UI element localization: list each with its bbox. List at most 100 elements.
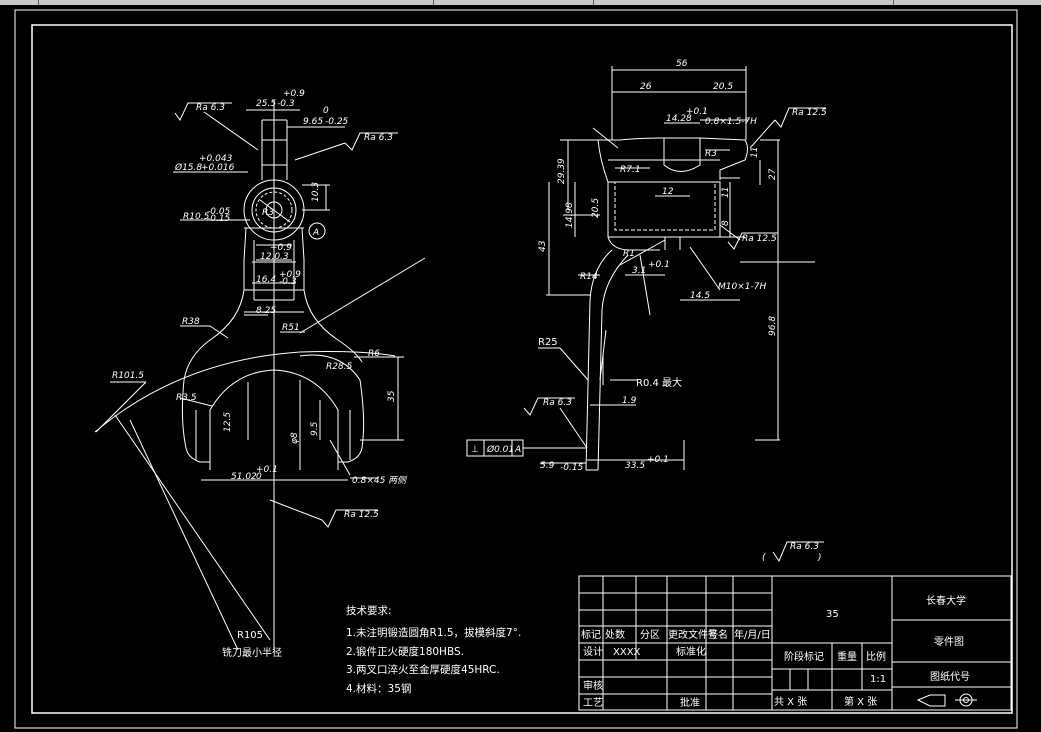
dim-text: +0.1 xyxy=(647,455,669,465)
scale-value: 1:1 xyxy=(870,674,886,685)
general-roughness-label: Ra 6.3 xyxy=(790,542,819,552)
dim-text: 16.4 xyxy=(256,275,276,285)
roughness-label: Ra 6.3 xyxy=(364,133,393,143)
dim-text: 0.8×45 两侧 xyxy=(352,475,408,486)
right-view xyxy=(523,66,826,563)
dim-text: +0.9 xyxy=(279,270,301,280)
dim-text: 25.5 xyxy=(256,99,276,109)
requirement-item: 4.材料：35钢 xyxy=(346,682,411,695)
dim-text: +0.1 xyxy=(256,465,278,475)
outer-border xyxy=(14,9,1018,729)
design-value: XXXX xyxy=(613,647,641,658)
dim-text: +0.1 xyxy=(648,260,670,270)
total-sheets: 共 X 张 xyxy=(774,696,807,708)
toolbar-segment[interactable] xyxy=(0,0,39,5)
header-zone: 分区 xyxy=(640,629,660,641)
toolbar-segment[interactable] xyxy=(593,0,894,5)
dim-text: +0.9 xyxy=(283,89,305,99)
approve-label: 批准 xyxy=(680,696,700,709)
vertical-scrollbar-area[interactable] xyxy=(1019,5,1041,732)
dim-text: Ø15.8 xyxy=(174,162,202,173)
scale-label: 比例 xyxy=(866,650,886,663)
weight-label: 重量 xyxy=(837,650,857,663)
dim-text: 20.5 xyxy=(591,198,601,218)
inner-border xyxy=(31,24,1013,714)
left-view xyxy=(94,100,426,651)
perpendicularity-icon: ⊥ xyxy=(471,445,479,455)
dim-text: 26 xyxy=(640,82,652,92)
dim-text: +0.1 xyxy=(686,107,708,117)
drawing-code: 图纸代号 xyxy=(930,670,970,683)
dim-text: 33.5 xyxy=(625,461,645,471)
dim-text: 35 xyxy=(387,390,397,402)
dim-text: 0 xyxy=(323,106,329,116)
tolerance-datum: A xyxy=(514,445,521,455)
dim-text: R6 xyxy=(368,349,380,359)
dim-text: +0.043 xyxy=(199,154,233,164)
dim-text: 43 xyxy=(538,240,548,252)
standardize-label: 标准化 xyxy=(676,645,706,658)
arc-r101 xyxy=(94,351,396,433)
dim-text: R14 xyxy=(580,272,598,282)
toolbar-segment[interactable] xyxy=(433,0,594,5)
header-mark: 标记 xyxy=(581,629,601,641)
dim-text: +0.9 xyxy=(270,243,292,253)
sheet-number: 第 X 张 xyxy=(844,695,877,708)
dim-text: 29.39 xyxy=(557,158,567,184)
hub-inner xyxy=(251,187,297,233)
check-label: 审核 xyxy=(583,679,603,692)
header-change-doc: 更改文件号 xyxy=(668,628,718,641)
dim-text: -0.05 xyxy=(207,207,231,217)
part-number: 35 xyxy=(826,609,839,620)
dim-text: R3 xyxy=(705,149,717,159)
paren-close: ) xyxy=(817,553,822,563)
dim-text: 12.0.3 xyxy=(260,252,289,262)
roughness-label: Ra 12.5 xyxy=(742,234,777,244)
dim-text: 20.5 xyxy=(713,82,733,92)
dim-text: R3 xyxy=(262,208,274,218)
dim-text: -0.3 xyxy=(279,277,297,287)
toolbar-segment[interactable] xyxy=(38,0,434,5)
general-roughness-symbol xyxy=(772,541,824,563)
tolerance-value: Ø0.01 xyxy=(486,444,514,455)
roughness-label: Ra 6.3 xyxy=(196,103,225,113)
dim-text: φ8 xyxy=(290,432,300,444)
dim-text: 8.25 xyxy=(256,306,276,316)
requirement-item: 3.两叉口淬火至金厚硬度45HRC. xyxy=(346,663,500,676)
header-sign: 签名 xyxy=(708,628,728,641)
header-count: 处数 xyxy=(605,628,625,641)
datum-a-circle xyxy=(308,222,326,240)
dim-text: R1 xyxy=(623,249,635,259)
dim-text: 96.8 xyxy=(768,316,778,336)
dim-text: +0.016 xyxy=(201,163,235,173)
dim-text: R10.5 xyxy=(183,212,210,222)
dim-text: 5.9 xyxy=(540,461,555,471)
dim-text: 1.9 xyxy=(622,396,637,406)
dim-text: 56 xyxy=(676,59,688,69)
dim-text: 12.5 xyxy=(223,412,233,432)
dim-text: R25 xyxy=(538,337,558,348)
design-label: 设计 xyxy=(583,645,603,658)
dim-text: 14.5 xyxy=(690,291,710,301)
drawing-name: 零件图 xyxy=(934,636,964,648)
dim-text: 9.5 xyxy=(310,421,320,436)
dim-text: R51 xyxy=(282,323,300,333)
projection-symbol xyxy=(916,694,946,707)
dim-text: R38 xyxy=(182,317,200,327)
dim-text: -0.3 xyxy=(277,99,295,109)
dim-text: R101.5 xyxy=(112,371,144,381)
dim-text: 10.3 xyxy=(311,182,321,202)
dim-text: R7.1 xyxy=(620,165,641,175)
app-toolbar xyxy=(0,0,1041,5)
tolerance-frame xyxy=(466,439,586,457)
dim-text: R28.5 xyxy=(326,362,353,372)
dim-text: 11 xyxy=(750,147,760,158)
dim-text: R105 xyxy=(237,630,263,641)
dim-note: 铣刀最小半径 xyxy=(222,646,282,659)
school-name: 长春大学 xyxy=(926,594,966,607)
paren-open: ( xyxy=(762,553,766,563)
dim-text: 27 xyxy=(768,168,778,180)
title-block-grid xyxy=(578,575,1012,711)
dim-text: -0.15 xyxy=(560,463,584,473)
